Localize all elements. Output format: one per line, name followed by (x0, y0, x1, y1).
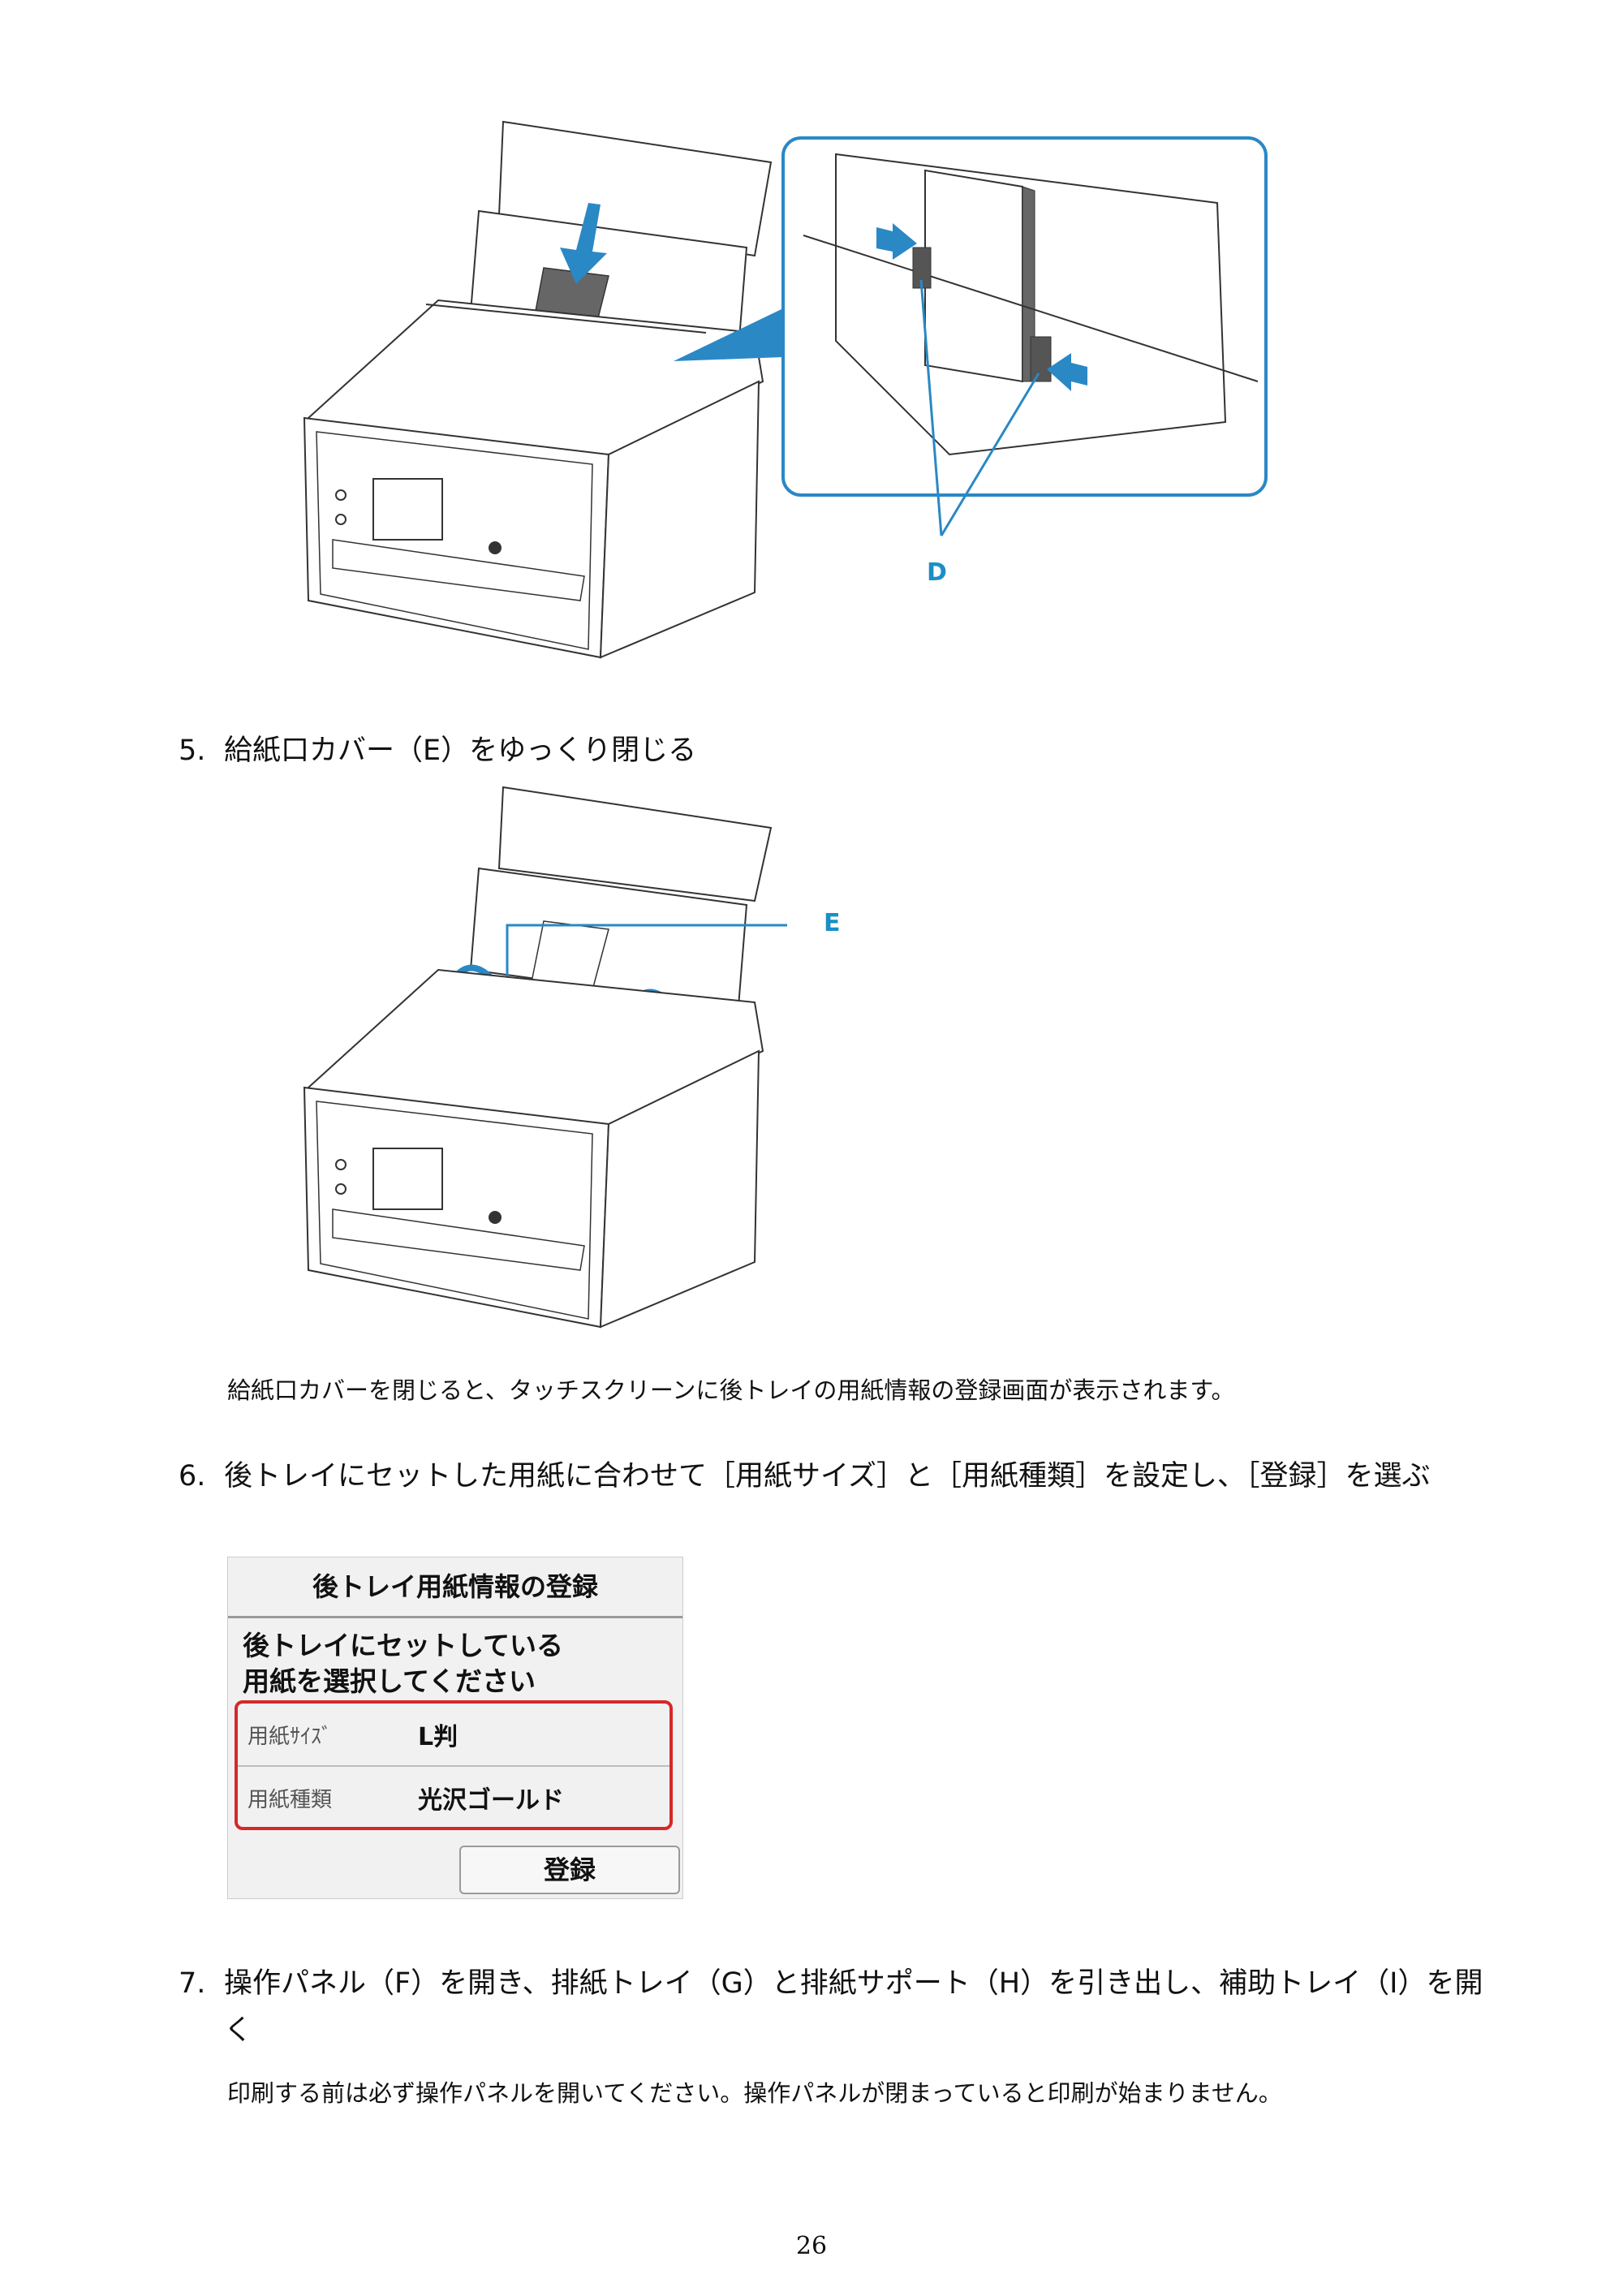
step-text: 給紙口カバー（E）をゆっくり閉じる (224, 734, 697, 767)
message-line-2: 用紙を選択してください (243, 1665, 536, 1697)
step-text: 操作パネル（F）を開き、排紙トレイ（G）と排紙サポート（H）を引き出し、補助トレ… (224, 1967, 1483, 2047)
step-number: 7. (179, 1967, 206, 2000)
paper-size-value: L判 (418, 1723, 458, 1751)
paper-type-value: 光沢ゴールド (418, 1786, 564, 1815)
paper-type-row[interactable]: 用紙種類 光沢ゴールド (238, 1765, 669, 1829)
screen-title: 後トレイ用紙情報の登録 (228, 1557, 682, 1618)
rear-tray-paper-info-screen: 後トレイ用紙情報の登録 後トレイにセットしている 用紙を選択してください 用紙ｻ… (227, 1557, 683, 1899)
step-number: 6. (179, 1460, 206, 1493)
paper-type-label: 用紙種類 (248, 1787, 333, 1812)
figure-load-paper: D (219, 114, 1274, 682)
message-line-1: 後トレイにセットしている (243, 1630, 564, 1661)
screen-message: 後トレイにセットしている 用紙を選択してください (228, 1618, 682, 1699)
step-7-note: 印刷する前は必ず操作パネルを開いてください。操作パネルが閉まっていると印刷が始ま… (227, 2079, 1282, 2107)
register-button[interactable]: 登録 (459, 1846, 680, 1894)
callout-label-d: D (927, 558, 947, 587)
step-5: 5. 給紙口カバー（E）をゆっくり閉じる (179, 727, 1493, 774)
step-6: 6. 後トレイにセットした用紙に合わせて［用紙サイズ］と［用紙種類］を設定し、［… (179, 1453, 1493, 1500)
page-number: 26 (795, 2232, 828, 2260)
step-5-note: 給紙口カバーを閉じると、タッチスクリーンに後トレイの用紙情報の登録画面が表示され… (227, 1376, 1235, 1404)
step-7: 7. 操作パネル（F）を開き、排紙トレイ（G）と排紙サポート（H）を引き出し、補… (179, 1960, 1493, 2054)
step-text: 後トレイにセットした用紙に合わせて［用紙サイズ］と［用紙種類］を設定し、［登録］… (224, 1460, 1431, 1493)
paper-size-row[interactable]: 用紙ｻｲｽﾞ L判 (238, 1704, 669, 1765)
paper-settings-group: 用紙ｻｲｽﾞ L判 用紙種類 光沢ゴールド (235, 1700, 673, 1830)
figure-close-cover: E (219, 779, 949, 1347)
callout-label-e: E (824, 909, 841, 937)
step-number: 5. (179, 734, 206, 767)
paper-size-label: 用紙ｻｲｽﾞ (248, 1724, 333, 1749)
